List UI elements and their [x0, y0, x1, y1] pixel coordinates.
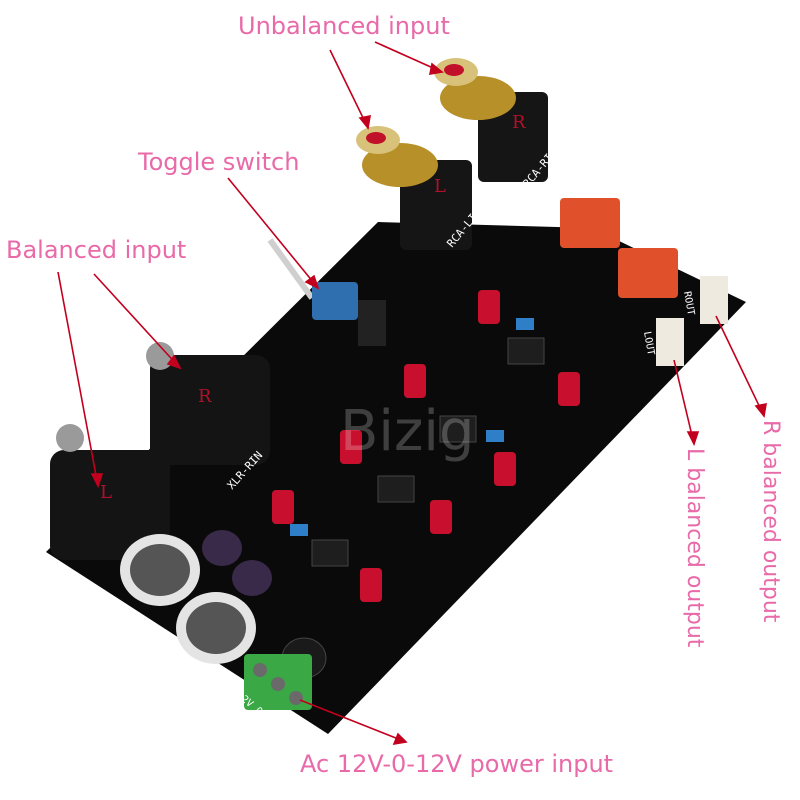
- capacitors: [272, 290, 580, 602]
- power-terminal: [244, 654, 312, 710]
- annotation-unbalanced-input: Unbalanced input: [238, 12, 450, 40]
- annotation-l-balanced-output: L balanced output: [682, 448, 707, 648]
- opamp-chips: [311, 337, 545, 567]
- annotation-balanced-input: Balanced input: [6, 236, 187, 264]
- relay: [560, 198, 620, 248]
- rca-jack-left: L: [356, 126, 472, 250]
- rout-header: [700, 276, 728, 324]
- power-capacitors: [120, 530, 272, 664]
- xlr-jack-right: R: [146, 342, 270, 465]
- lout-silk: LOUT: [641, 331, 656, 357]
- rca-jack-right: R: [434, 58, 548, 182]
- rout-silk: ROUT: [681, 291, 696, 317]
- film-capacitors: [290, 318, 534, 536]
- annotation-toggle-switch: Toggle switch: [138, 148, 300, 176]
- watermark: Bizig: [340, 399, 474, 464]
- toggle-switch: [267, 238, 386, 346]
- relay: [618, 248, 678, 298]
- lout-header: [656, 318, 684, 366]
- rca-left-letter: L: [434, 176, 446, 197]
- annotation-r-balanced-output: R balanced output: [758, 420, 783, 623]
- xlr-right-letter: R: [198, 386, 212, 407]
- xlr-jack-left: L: [50, 424, 170, 560]
- annotation-arrows: [57, 41, 767, 746]
- xlr-left-letter: L: [100, 482, 112, 503]
- annotation-power-input: Ac 12V-0-12V power input: [300, 750, 614, 778]
- rca-right-letter: R: [512, 112, 526, 133]
